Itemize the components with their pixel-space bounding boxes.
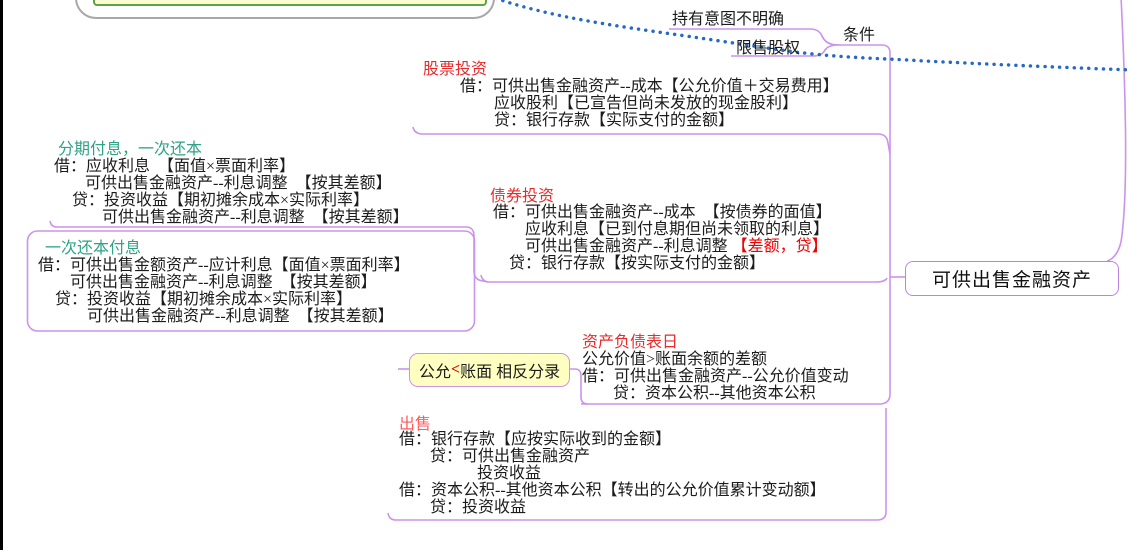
balance-sheet-title: 资产负债表日	[582, 334, 679, 351]
lumpsum-title: 一次还本付息	[45, 240, 142, 257]
branch-periodic-underline	[49, 220, 489, 283]
stock-title: 股票投资	[423, 61, 488, 78]
branch-stock-underline	[412, 126, 891, 155]
callout-fair: 公允	[418, 364, 451, 381]
bond-line: 贷：银行存款【按实际支付的金额】	[509, 255, 766, 272]
sale-line: 贷：投资收益	[430, 499, 527, 516]
bond-line: 应收利息【已到付息期但尚未领取的利息】	[525, 221, 830, 238]
lumpsum-topic-border	[26, 230, 476, 332]
bond-line: 可供出售金融资产--利息调整 【差额，贷】	[525, 239, 828, 255]
bond-title: 债券投资	[490, 188, 555, 205]
periodic-line: 可供出售金融资产--利息调整 【按其差额】	[85, 175, 392, 192]
topic-condition[interactable]: 条件	[843, 27, 876, 44]
stock-line: 借：可供出售金融资产--成本【公允价值＋交易费用】	[460, 78, 839, 95]
sale-line: 借：资本公积--其他资本公积【转出的公允价值累计变动额】	[399, 482, 826, 499]
stock-line: 应收股利【已宣告但尚未发放的现金股利】	[494, 95, 799, 112]
periodic-title: 分期付息，一次还本	[58, 141, 203, 158]
sale-line: 贷：可供出售金融资产	[430, 448, 591, 465]
lumpsum-line: 可供出售金融资产--利息调整 【按其差额】	[87, 308, 394, 325]
periodic-line: 借：应收利息 【面值×票面利率】	[54, 158, 296, 175]
topic-hold-intent[interactable]: 持有意图不明确	[672, 11, 785, 28]
relationship-dotted-line[interactable]	[489, 0, 1128, 72]
sale-line: 投资收益	[477, 465, 542, 482]
window-left-edge	[0, 0, 3, 550]
lumpsum-line: 贷：投资收益【期初摊余成本×实际利率】	[55, 291, 353, 308]
sale-title: 出售	[399, 416, 432, 433]
periodic-line: 可供出售金融资产--利息调整 【按其差额】	[102, 209, 409, 226]
branch-hold-intent	[669, 28, 840, 46]
callout-book: 账面 相反分录	[460, 364, 561, 381]
branch-to-parent-curve	[1106, 0, 1127, 262]
lumpsum-line: 借：可供出售金额资产--应计利息【面值×票面利率】	[38, 257, 410, 274]
branch-bond-underline	[480, 274, 888, 283]
branch-restricted-shares	[731, 44, 839, 57]
callout-less-than-icon: <	[450, 361, 461, 378]
callout-fair-less-than-book[interactable]: 公允<账面 相反分录	[409, 353, 570, 387]
clipped-highlight-box[interactable]	[93, 0, 487, 6]
branch-callout-connector	[568, 368, 589, 405]
topic-restricted-shares[interactable]: 限售股权	[736, 40, 801, 57]
balance-sheet-line: 借：可供出售金融资产--公允价值变动	[582, 368, 849, 385]
bond-line-black: 可供出售金融资产--利息调整	[525, 238, 732, 255]
periodic-line: 贷：投资收益【期初摊余成本×实际利率】	[72, 192, 370, 209]
lumpsum-line: 可供出售金融资产--利息调整 【按其差额】	[70, 274, 377, 291]
stock-line: 贷：银行存款【实际支付的金额】	[494, 112, 735, 129]
main-topic-node[interactable]: 可供出售金融资产	[905, 261, 1119, 296]
balance-sheet-line: 贷：资本公积--其他资本公积	[613, 385, 816, 402]
bond-line: 借：可供出售金融资产--成本 【按债券的面值】	[493, 204, 832, 221]
branch-sale-underline	[387, 408, 887, 521]
sale-line: 借：银行存款【应按实际收到的金额】	[399, 431, 672, 448]
bond-line-red-note: 【差额，贷】	[731, 238, 828, 255]
branch-trunk-condition	[839, 44, 891, 405]
balance-sheet-line: 公允价值>账面余额的差额	[582, 351, 768, 368]
